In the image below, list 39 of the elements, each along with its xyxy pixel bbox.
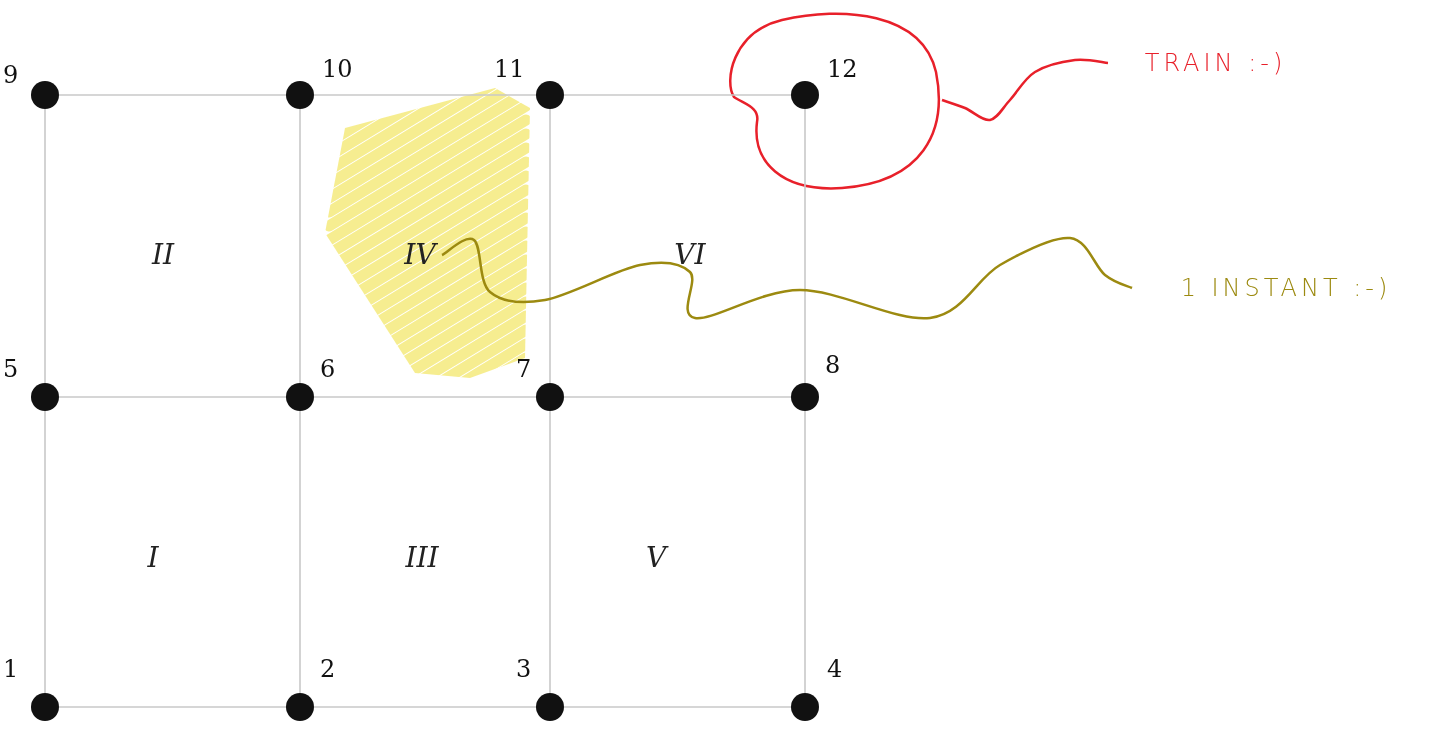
squiggle-connector bbox=[941, 58, 1109, 122]
node-number: 2 bbox=[320, 657, 336, 681]
grid-line bbox=[44, 108, 46, 384]
node-number: 6 bbox=[320, 357, 336, 381]
node-number: 11 bbox=[494, 57, 525, 81]
node-number: 1 bbox=[3, 657, 19, 681]
grid-line bbox=[44, 410, 46, 694]
grid-line bbox=[299, 410, 301, 694]
region-label: VI bbox=[674, 241, 706, 269]
grid-line bbox=[549, 108, 551, 384]
region-label: I bbox=[147, 544, 159, 572]
grid-line bbox=[299, 108, 301, 384]
node-number: 3 bbox=[516, 657, 532, 681]
grid-line bbox=[563, 706, 792, 708]
node-number: 10 bbox=[322, 57, 353, 81]
grid-line bbox=[313, 94, 537, 96]
grid-line bbox=[563, 94, 792, 96]
handwritten-note: 1 INSTANT :-) bbox=[1180, 274, 1392, 302]
squiggle-connector bbox=[441, 236, 1133, 320]
region-label: II bbox=[151, 241, 175, 269]
region-label: V bbox=[645, 544, 667, 572]
node-number: 8 bbox=[825, 353, 841, 377]
grid-line bbox=[549, 410, 551, 694]
grid-line bbox=[313, 706, 537, 708]
node-number: 4 bbox=[827, 657, 843, 681]
region-label: IV bbox=[404, 241, 436, 269]
grid-line bbox=[804, 410, 806, 694]
grid-line bbox=[58, 94, 287, 96]
handwritten-note: TRAIN :-) bbox=[1144, 49, 1287, 77]
node-number: 12 bbox=[827, 57, 858, 81]
grid-line bbox=[58, 706, 287, 708]
node-number: 9 bbox=[3, 63, 19, 87]
grid-line bbox=[58, 396, 287, 398]
grid-line bbox=[804, 108, 806, 384]
node-number: 7 bbox=[516, 357, 532, 381]
region-label: III bbox=[405, 544, 439, 572]
grid-line bbox=[313, 396, 537, 398]
grid-line bbox=[563, 396, 792, 398]
node-number: 5 bbox=[3, 357, 19, 381]
